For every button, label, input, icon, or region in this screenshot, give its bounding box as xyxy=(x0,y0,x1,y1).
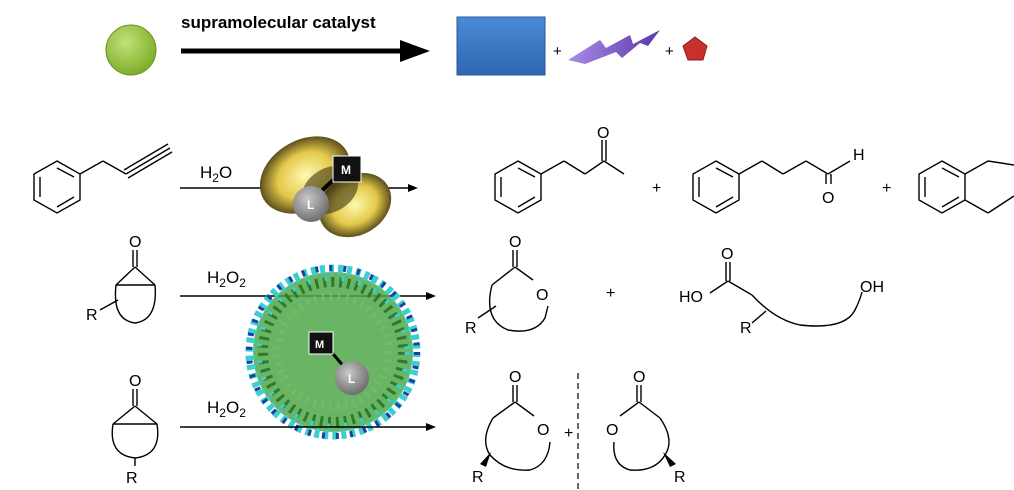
reagent-peroxide: H2O2 xyxy=(207,398,246,420)
cyclic-ketone-substrate xyxy=(111,389,159,466)
lactone-product xyxy=(477,250,549,332)
wedge-bond xyxy=(480,452,491,467)
metal-center-box xyxy=(308,331,334,355)
hydroxy-acid-product xyxy=(709,262,863,327)
row3-reaction-arrow xyxy=(180,423,436,431)
lactone-ring-oxygen: O xyxy=(536,287,548,304)
reagent-water: H2O xyxy=(200,163,232,185)
plus-sign: + xyxy=(652,180,661,197)
ketone-product xyxy=(494,140,625,214)
aldehyde-hydrogen: H xyxy=(853,147,865,164)
lactone-b-r-group: R xyxy=(674,469,686,486)
ligand-sphere xyxy=(293,186,329,222)
plus-sign: + xyxy=(665,43,674,60)
top-reaction-arrow xyxy=(181,40,430,62)
lactone-carbonyl-oxygen: O xyxy=(509,234,521,251)
plus-sign: + xyxy=(564,425,573,442)
ligand-label: L xyxy=(307,198,314,212)
substrate-oxygen: O xyxy=(129,373,141,390)
phenylbutyne-molecule xyxy=(33,143,173,214)
main-product-box xyxy=(456,16,546,76)
cyclic-ketone-substrate xyxy=(99,250,157,324)
capsule-catalyst xyxy=(259,136,392,238)
lactone-enantiomer-a xyxy=(485,385,551,471)
acid-hydroxyl: HO xyxy=(679,289,703,306)
substrate-oxygen: O xyxy=(129,234,141,251)
lactone-a-carbonyl-oxygen: O xyxy=(509,369,521,386)
ligand-sphere xyxy=(335,361,369,395)
plus-sign: + xyxy=(882,180,891,197)
alcohol-hydroxyl: OH xyxy=(860,279,884,296)
acid-r-group: R xyxy=(740,320,752,337)
substrate-sphere xyxy=(105,24,157,76)
metal-label: M xyxy=(341,163,351,177)
lactone-enantiomer-b xyxy=(613,385,670,471)
acid-carbonyl-oxygen: O xyxy=(721,246,733,263)
aldehyde-oxygen: O xyxy=(822,190,834,207)
lactone-r-group: R xyxy=(465,320,477,337)
lactone-b-carbonyl-oxygen: O xyxy=(633,369,645,386)
plus-sign: + xyxy=(606,285,615,302)
aldehyde-product xyxy=(692,160,851,214)
catalyst-label: supramolecular catalyst xyxy=(181,13,376,32)
ligand-label: L xyxy=(348,372,355,386)
lactone-b-ring-oxygen: O xyxy=(606,422,618,439)
substrate-r-group: R xyxy=(86,307,98,324)
substrate-r-group: R xyxy=(126,470,138,487)
metal-label: M xyxy=(315,339,324,351)
plus-sign: + xyxy=(553,43,562,60)
tetralin-product xyxy=(918,160,1014,214)
lactone-a-r-group: R xyxy=(472,469,484,486)
ketone-oxygen: O xyxy=(597,125,609,142)
wedge-bond xyxy=(663,452,676,467)
reagent-peroxide: H2O2 xyxy=(207,268,246,290)
side-product-bolt xyxy=(568,30,660,64)
minor-product-pentagon xyxy=(682,36,708,61)
lactone-a-ring-oxygen: O xyxy=(537,422,549,439)
metal-center-box xyxy=(332,155,362,183)
